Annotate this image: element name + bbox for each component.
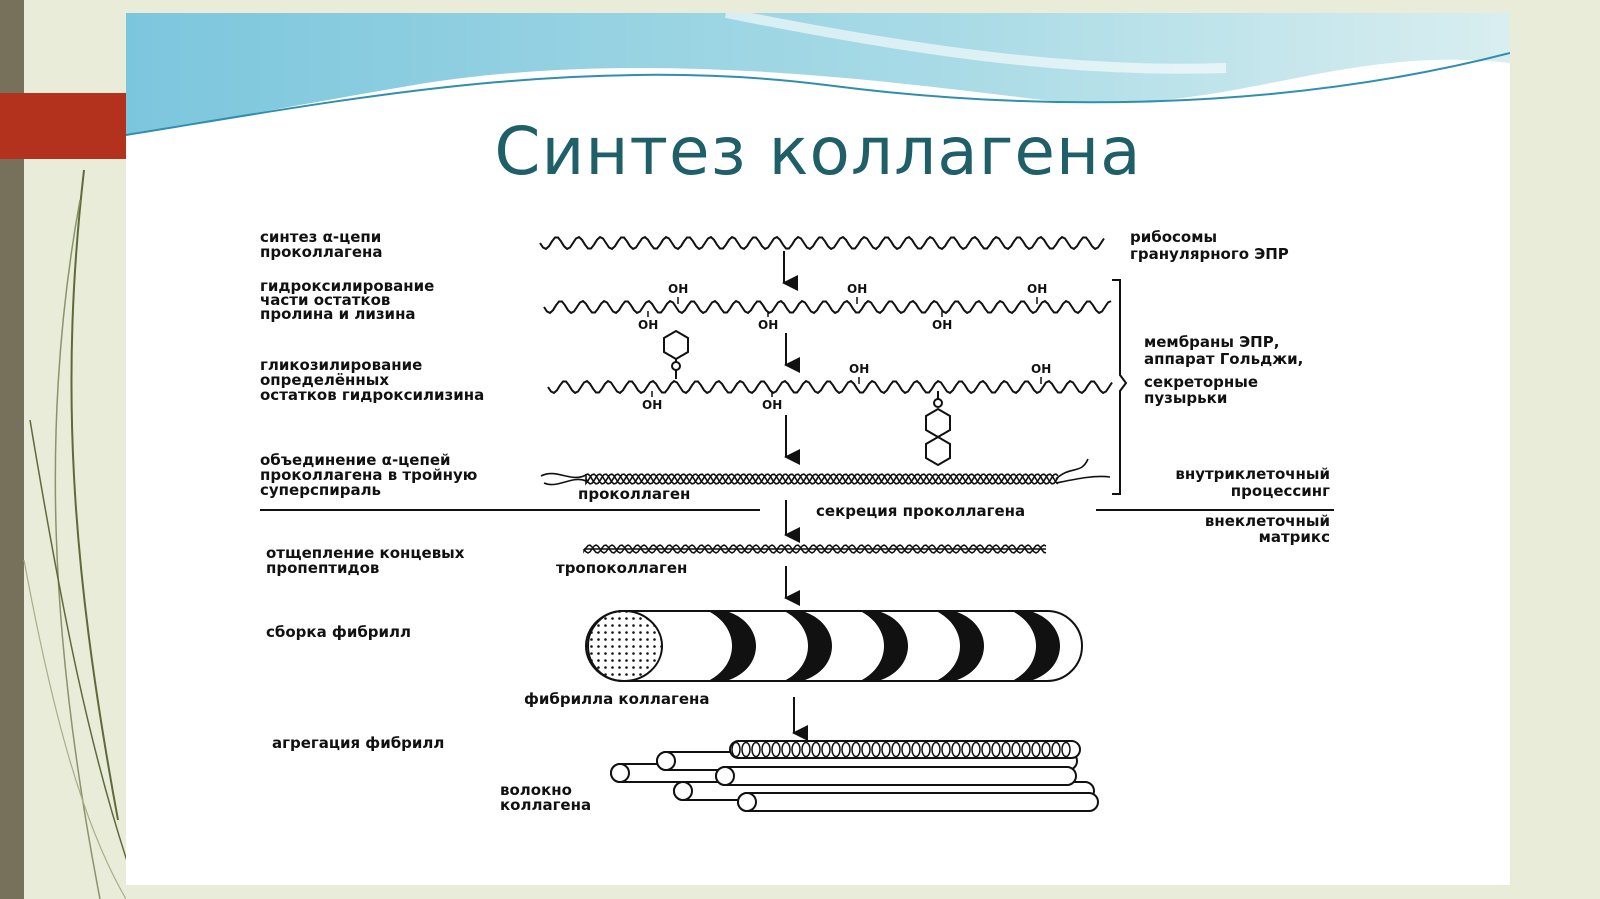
decorative-grass-lines [23,169,126,899]
procollagen-label: проколлаген [578,485,690,503]
step-7-line1: агрегация фибрилл [272,734,444,752]
location-membranes-4: пузырьки [1144,389,1227,407]
fiber-ring [771,741,781,758]
oh-label: OH [758,318,778,332]
slide: Синтез коллагена синтез α-цепи проколлаг… [126,13,1510,885]
step-4-line1: объединение α-цепей [260,451,451,469]
fiber-ring [881,741,891,758]
fiber-ring [981,741,991,758]
procollagen-triple-helix [540,458,1111,486]
step-4-line2: проколлагена в тройную [260,466,477,484]
step-3-line3: остатков гидроксилизина [260,386,484,404]
tropocollagen-label: тропоколлаген [556,559,687,577]
fiber-ring [811,741,821,758]
fibril-band [784,611,832,681]
location-ribosomes-1: рибосомы [1130,228,1217,246]
red-accent-block [0,93,126,159]
fibril-band [936,611,984,681]
fiber-label-2: коллагена [500,796,591,814]
secretion-label: секреция проколлагена [816,502,1025,520]
oh-label: OH [1031,362,1051,376]
step-2-line3: пролина и лизина [260,305,416,323]
step-3-line2: определённых [260,371,389,389]
fiber-ring [741,741,751,758]
location-intracellular-2: процессинг [1231,482,1330,500]
fibril-band [708,611,756,681]
fiber-ring [1001,741,1011,758]
fiber-ring [921,741,931,758]
fiber-ring [831,741,841,758]
fiber-ring [751,741,761,758]
oh-label: OH [849,362,869,376]
collagen-fiber [610,740,1099,812]
fiber-ring [761,741,771,758]
fiber-ring [1041,741,1051,758]
fiber-ring [851,741,861,758]
step-5-line2: пропептидов [266,559,379,577]
slide-title: Синтез коллагена [494,113,1142,190]
fiber-ring [821,741,831,758]
glucosyl-galactose-rings [925,391,951,467]
fiber-ring [801,741,811,758]
fiber-ring [1051,741,1061,758]
fiber-ring [731,741,741,758]
step-3-line1: гликозилирование [260,356,422,374]
fiber-ring [1011,741,1021,758]
location-intracellular-1: внутриклеточный [1175,465,1330,483]
fiber-ring [901,741,911,758]
step-4-line3: суперспираль [260,481,381,499]
oh-label: OH [642,398,662,412]
step-1-line1: синтез α-цепи [260,228,381,246]
alpha-chain-3 [547,379,1113,395]
alpha-chain-2 [543,299,1112,315]
location-membranes-3: секреторные [1144,373,1258,391]
fibril-band [860,611,908,681]
header-wave [126,13,1510,136]
location-membranes-2: аппарат Гольджи, [1144,350,1303,368]
step-2-line1: гидроксилирование [260,277,434,295]
oh-label: OH [847,282,867,296]
location-membranes-1: мембраны ЭПР, [1144,333,1279,351]
fiber-ring [1061,741,1071,758]
fiber-label-1: волокно [500,781,572,799]
oh-label: OH [932,318,952,332]
fiber-ring [931,741,941,758]
fiber-ring [1031,741,1041,758]
fiber-ring [891,741,901,758]
step-5-line1: отщепление концевых [266,544,465,562]
oh-label: OH [762,398,782,412]
oh-label: OH [1027,282,1047,296]
fiber-ring [871,741,881,758]
fiber-ring [941,741,951,758]
fiber-ring [781,741,791,758]
fibril-band [1088,611,1136,681]
location-extracellular-1: внеклеточный [1205,512,1330,530]
fibril-band [1012,611,1060,681]
membrane-bracket [1112,279,1128,495]
fibril-label: фибрилла коллагена [524,690,710,708]
fiber-ring [961,741,971,758]
fiber-ring [841,741,851,758]
oh-label: OH [668,282,688,296]
collagen-fibril [585,610,1136,682]
tropocollagen-helix [583,544,1047,554]
alpha-chain-1 [539,235,1105,251]
fiber-ring [991,741,1001,758]
oh-label: OH [638,318,658,332]
location-extracellular-2: матрикс [1259,528,1330,546]
fiber-ring [951,741,961,758]
step-2-line2: части остатков [260,291,390,309]
fiber-ring [971,741,981,758]
step-1-line2: проколлагена [260,243,382,261]
fiber-ring [911,741,921,758]
collagen-synthesis-diagram: синтез α-цепи проколлагена гидроксилиров… [260,228,1334,814]
galactose-ring [663,329,689,379]
fiber-ring [791,741,801,758]
fiber-ring [1021,741,1031,758]
location-ribosomes-2: гранулярного ЭПР [1130,245,1289,263]
step-6-line1: сборка фибрилл [266,623,411,641]
fiber-ring [861,741,871,758]
